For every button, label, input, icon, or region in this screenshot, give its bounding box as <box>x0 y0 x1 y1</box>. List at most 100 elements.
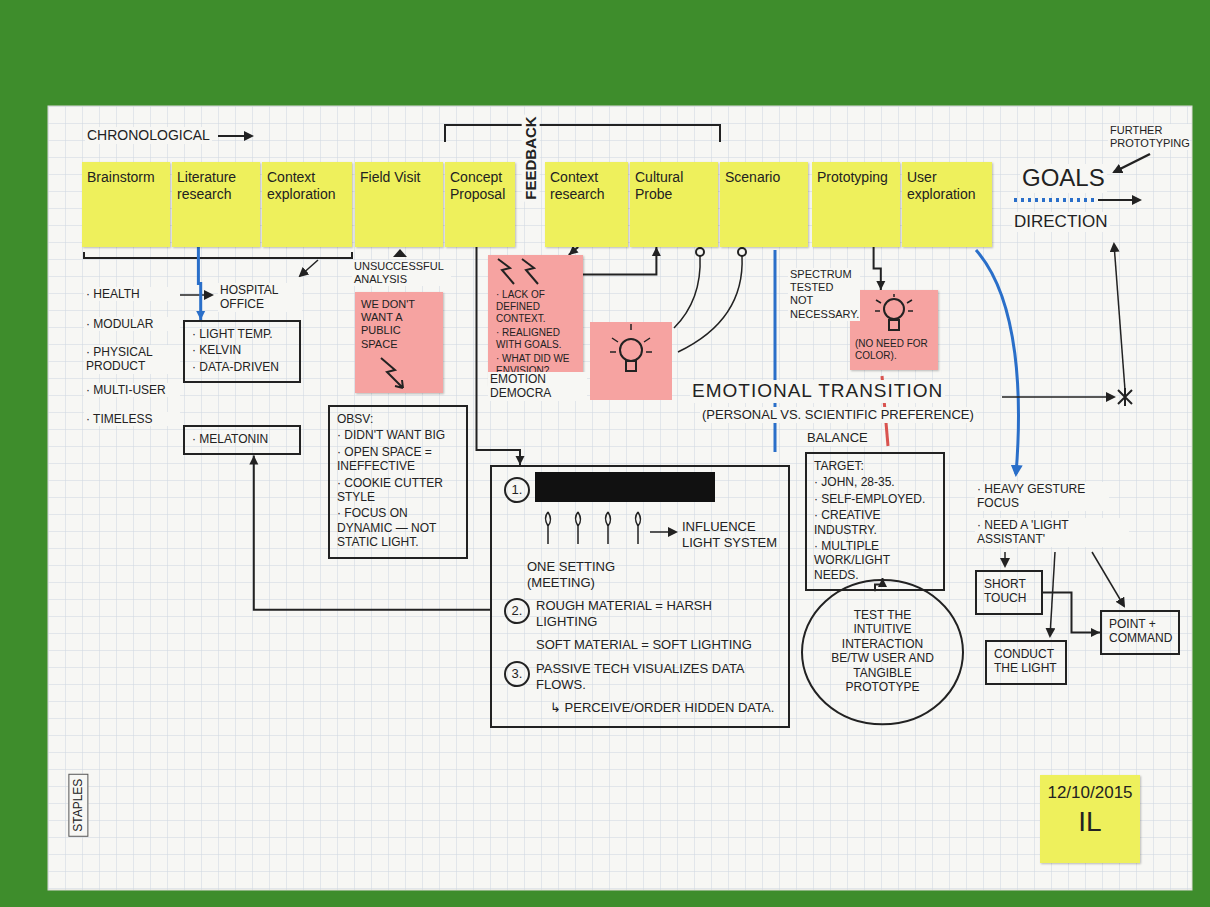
target-box: TARGET: · JOHN, 28-35. · SELF-EMPLOYED. · C… <box>805 452 945 591</box>
arrow <box>1092 552 1124 606</box>
gesture-box: SHORT TOUCH <box>975 570 1043 615</box>
note-box: · MELATONIN <box>183 425 301 455</box>
concept-box: 1. ONE SETTING (MEETING)INFLUENCE LIGHT S… <box>490 465 790 728</box>
connector-line <box>1043 592 1100 632</box>
arrow <box>1114 244 1125 390</box>
heading-label: GOALS <box>1020 164 1107 193</box>
node-text: · LIGHT TEMP. <box>192 327 292 341</box>
list-item: · MULTI-USER <box>84 383 180 397</box>
node-text: User exploration <box>907 169 987 203</box>
bulb-icon <box>620 339 642 361</box>
arrow-head <box>876 281 885 290</box>
node-text: IL <box>1044 805 1136 839</box>
sticky-note: User exploration <box>902 162 992 247</box>
node-text: Literature research <box>177 169 255 203</box>
node-text: TARGET: <box>814 459 936 473</box>
node-text: Context exploration <box>267 169 347 203</box>
note-label: SPECTRUM TESTED NOT NECESSARY. <box>788 268 860 321</box>
sticky-note: Prototyping <box>812 162 900 247</box>
arrow <box>650 531 676 533</box>
brand-stamp: STAPLES <box>68 774 88 837</box>
node-text: ROUGH MATERIAL = HARSH LIGHTING <box>536 598 776 629</box>
list-item: · HEALTH <box>84 287 180 301</box>
connector-line <box>583 247 656 275</box>
sticky-note: Context exploration <box>262 162 352 247</box>
node-text: TEST THE INTUITIVE INTERACTION BE/TW USE… <box>826 608 939 694</box>
gesture-box: CONDUCT THE LIGHT <box>985 640 1067 685</box>
note-label: FURTHER PROTOTYPING <box>1108 124 1190 150</box>
node-text: (NO NEED FOR COLOR). <box>855 338 933 362</box>
line <box>674 256 700 328</box>
bulb-base <box>889 320 899 330</box>
node-text: SHORT TOUCH <box>984 577 1034 606</box>
sticky-note: Brainstorm <box>82 162 170 247</box>
list-item: · PHYSICAL PRODUCT <box>84 345 180 374</box>
node-text: ↳ PERCEIVE/ORDER HIDDEN DATA. <box>550 700 780 716</box>
callout-number: 1. <box>504 477 530 503</box>
node-text: · JOHN, 28-35. <box>814 475 936 489</box>
node-text: · LACK OF DEFINED CONTEXT. <box>496 289 577 325</box>
sticky-note: Field Visit <box>355 162 443 247</box>
bracket <box>84 252 352 258</box>
light-sliders <box>546 512 641 544</box>
ellipse-shape <box>802 580 963 724</box>
arrow-head <box>652 247 661 256</box>
connector <box>583 247 661 275</box>
connector <box>1043 592 1100 637</box>
note-label: BALANCE <box>805 430 870 446</box>
node-text: · CREATIVE INDUSTRY. <box>814 508 936 537</box>
gesture-box: POINT + COMMAND <box>1100 610 1180 655</box>
node-text: SOFT MATERIAL = SOFT LIGHTING <box>536 637 776 653</box>
node-text: · KELVIN <box>192 343 292 357</box>
observation-box: OBSV:· DIDN'T WANT BIG· OPEN SPACE = INE… <box>328 405 468 559</box>
node-text: · DIDN'T WANT BIG <box>337 428 459 442</box>
note-label: · NEED A 'LIGHT ASSISTANT' <box>975 518 1129 547</box>
vertical-label: FEEDBACK <box>521 114 539 201</box>
node-text: · SELF-EMPLOYED. <box>814 492 936 506</box>
node-text: · MULTIPLE WORK/LIGHT NEEDS. <box>814 539 936 582</box>
arrow <box>1002 396 1114 398</box>
lightning-icon <box>369 356 429 390</box>
arrow <box>300 260 318 276</box>
node-text: POINT + COMMAND <box>1109 617 1171 646</box>
redacted-bar <box>535 472 715 502</box>
lightning-icon <box>492 257 552 287</box>
node-text: · FOCUS ON DYNAMIC — NOT STATIC LIGHT. <box>337 506 459 549</box>
grid <box>48 106 1192 890</box>
node-text: Cultural Probe <box>635 169 713 203</box>
sticky-note: WE DON'T WANT A PUBLIC SPACE <box>355 292 443 393</box>
note-label: UNSUCCESSFUL ANALYSIS <box>352 260 451 286</box>
node-text: ONE SETTING (MEETING) <box>527 559 677 590</box>
sticky-note: (NO NEED FOR COLOR). <box>850 290 938 370</box>
node-text: INFLUENCE LIGHT SYSTEM <box>682 519 782 550</box>
node-text: · DATA-DRIVEN <box>192 360 292 374</box>
arrow <box>1098 199 1140 201</box>
bulb-icon <box>626 361 636 371</box>
dotted-line <box>1014 198 1094 202</box>
connector-line <box>254 455 490 609</box>
sticky-note: Context research <box>545 162 628 247</box>
node-text: Concept Proposal <box>450 169 510 203</box>
heading-label: CHRONOLOGICAL <box>85 127 212 144</box>
pin-dot <box>696 248 704 256</box>
arrow-head <box>249 455 258 464</box>
arrow-head <box>196 311 205 320</box>
connector <box>874 247 886 290</box>
node-text: CONDUCT THE LIGHT <box>994 647 1058 676</box>
callout-number: 2. <box>504 598 530 624</box>
node-text: · REALIGNED WITH GOALS. <box>496 327 577 351</box>
sticky-note: · LACK OF DEFINED CONTEXT.· REALIGNED WI… <box>488 255 583 385</box>
connector <box>569 246 579 255</box>
note-box: · LIGHT TEMP. · KELVIN · DATA-DRIVEN <box>183 320 301 383</box>
node-text: PASSIVE TECH VISUALIZES DATA FLOWS. <box>536 661 781 692</box>
pin-dot <box>738 248 746 256</box>
node-text: Field Visit <box>360 169 438 186</box>
connector <box>249 455 490 609</box>
note-label: (PERSONAL VS. SCIENTIFIC PREFERENCE) <box>700 407 976 423</box>
arrow-head <box>393 249 407 257</box>
sticky-note: Cultural Probe <box>630 162 718 247</box>
list-item: · MODULAR <box>84 317 180 331</box>
note-label: HOSPITAL OFFICE <box>218 283 302 312</box>
bulb-rays <box>875 294 913 311</box>
